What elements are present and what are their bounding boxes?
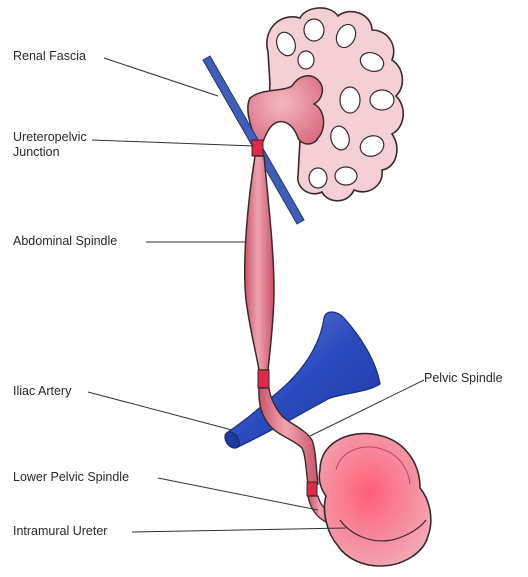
leader-renal-fascia [103, 57, 219, 97]
label-upj-line-2: Junction [13, 145, 60, 159]
leader-lower-pelvic-spindle [157, 477, 319, 511]
ureteropelvic-junction-marker [251, 139, 264, 157]
iliac-constriction-marker [257, 369, 270, 389]
label-renal-fascia: Renal Fascia [13, 49, 86, 63]
minor-calyces [275, 18, 395, 189]
leader-upj [91, 139, 255, 147]
abdominal-spindle [243, 155, 275, 371]
label-upj-line-1: Ureteropelvic [13, 130, 87, 144]
iliac-artery-cut-end [224, 431, 240, 449]
label-ureteropelvic-junction: Ureteropelvic Junction [13, 130, 87, 160]
leader-lines [87, 57, 425, 533]
bladder-wall-inner [335, 446, 411, 485]
label-abdominal-spindle: Abdominal Spindle [13, 234, 118, 248]
lower-pelvic-spindle-marker [306, 481, 318, 497]
label-iliac-artery: Iliac Artery [13, 384, 72, 398]
label-pelvic-spindle: Pelvic Spindle [424, 371, 503, 385]
bladder-neck [339, 519, 427, 542]
pelvic-ureter-segment [258, 387, 319, 485]
leader-iliac-artery [87, 391, 233, 431]
label-lower-pelvic-spindle: Lower Pelvic Spindle [13, 470, 130, 484]
bladder [318, 432, 432, 567]
label-intramural-ureter: Intramural Ureter [13, 524, 108, 538]
leader-intramural-ureter [131, 527, 347, 533]
leader-pelvic-spindle [309, 379, 425, 437]
renal-pelvis [247, 75, 325, 145]
